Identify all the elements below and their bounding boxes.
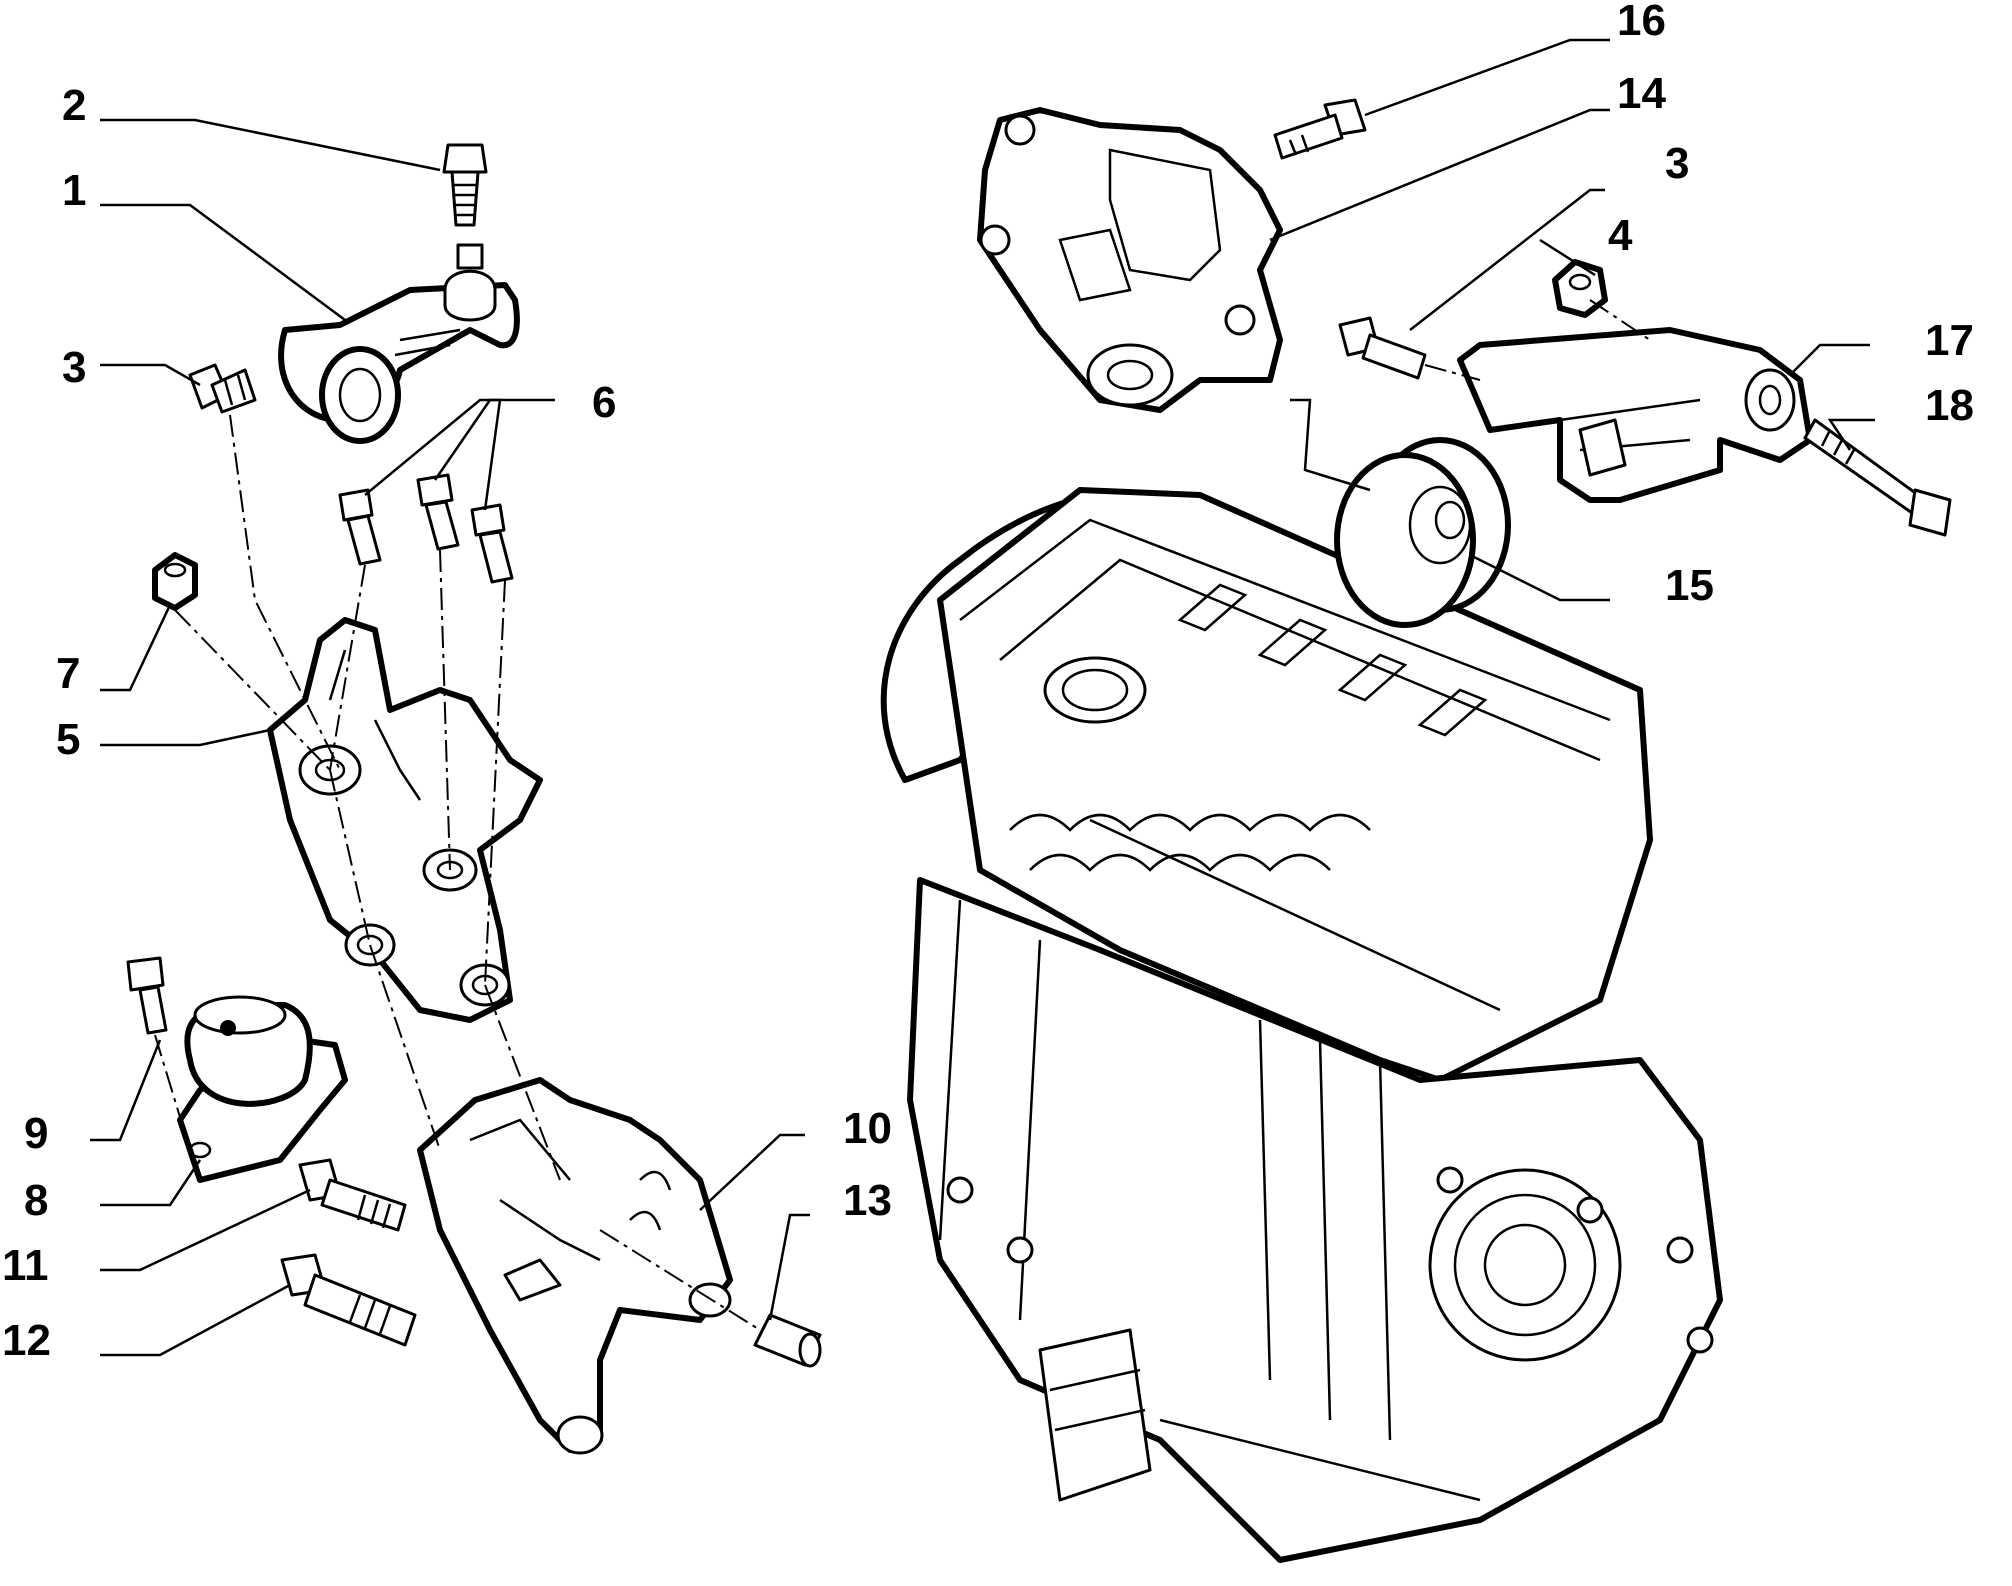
engine-block bbox=[880, 487, 1723, 1563]
bolt-part-3-left bbox=[188, 363, 257, 414]
bolt-part-2 bbox=[442, 143, 488, 227]
nut-part-4 bbox=[1552, 259, 1608, 318]
callout-13: 13 bbox=[843, 1176, 892, 1225]
bolt-part-11 bbox=[298, 1158, 407, 1232]
callout-7: 7 bbox=[56, 649, 80, 698]
callout-11: 11 bbox=[2, 1241, 49, 1290]
callout-17: 17 bbox=[1925, 316, 1974, 365]
callout-18: 18 bbox=[1925, 381, 1974, 430]
engine-mount-part-8 bbox=[177, 995, 348, 1183]
callout-12: 12 bbox=[2, 1316, 51, 1365]
callout-16: 16 bbox=[1617, 0, 1666, 45]
nut-part-7 bbox=[152, 552, 198, 611]
callout-numbers: 2 1 3 6 7 5 9 8 11 12 10 13 16 14 3 4 17… bbox=[2, 0, 1974, 1365]
bolt-part-12 bbox=[280, 1253, 417, 1347]
callout-6: 6 bbox=[592, 378, 616, 427]
bolts-part-6 bbox=[338, 473, 514, 584]
torque-rod-part-1 bbox=[278, 243, 520, 444]
callout-5: 5 bbox=[56, 715, 80, 764]
callout-15: 15 bbox=[1665, 561, 1714, 610]
bracket-part-5 bbox=[267, 617, 543, 1023]
callout-3-right: 3 bbox=[1665, 139, 1689, 188]
callout-10: 10 bbox=[843, 1104, 892, 1153]
pulley-part-15 bbox=[1334, 437, 1511, 628]
callout-4: 4 bbox=[1608, 211, 1633, 260]
mount-plate-part-14 bbox=[977, 107, 1283, 413]
lower-bracket-part-10 bbox=[417, 1077, 733, 1455]
callout-8: 8 bbox=[24, 1176, 48, 1225]
bolt-part-16 bbox=[1273, 98, 1367, 160]
callout-3: 3 bbox=[62, 343, 86, 392]
callout-9: 9 bbox=[24, 1109, 48, 1158]
callout-2: 2 bbox=[62, 81, 86, 130]
bracket-part-17 bbox=[1457, 327, 1813, 503]
leader-lines bbox=[90, 38, 1875, 1357]
bolt-part-18 bbox=[1803, 418, 1952, 537]
callout-14: 14 bbox=[1617, 69, 1666, 118]
assembly-lines bbox=[154, 299, 1651, 1331]
bolt-part-3-right bbox=[1338, 316, 1427, 380]
bolt-part-9 bbox=[126, 956, 168, 1035]
sleeve-part-13 bbox=[753, 1313, 822, 1368]
callout-1: 1 bbox=[62, 166, 86, 215]
